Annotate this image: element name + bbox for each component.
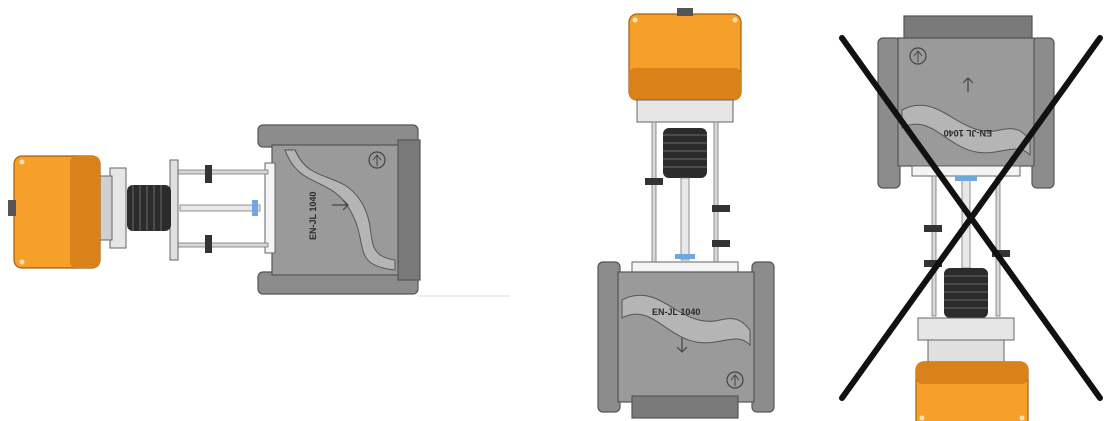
bellows	[99, 167, 171, 249]
valve-inverted: EN-JL 1040	[839, 15, 1103, 421]
valve-body: EN-JL 1040	[877, 15, 1055, 189]
yoke	[169, 159, 269, 261]
valve-upright: EN-JL 1040	[597, 8, 775, 419]
not-allowed-cross-icon	[839, 35, 1103, 401]
valve-body: EN-JL 1040	[597, 261, 775, 419]
valve-horizontal: EN-JL 1040	[8, 124, 510, 297]
actuator	[628, 8, 742, 101]
bellows	[636, 99, 734, 263]
actuator	[915, 361, 1029, 421]
valve-marking: EN-JL 1040	[308, 192, 318, 240]
valve-marking: EN-JL 1040	[652, 307, 700, 317]
actuator	[8, 155, 101, 269]
valve-marking: EN-JL 1040	[944, 128, 992, 138]
valve-body: EN-JL 1040	[257, 124, 421, 295]
